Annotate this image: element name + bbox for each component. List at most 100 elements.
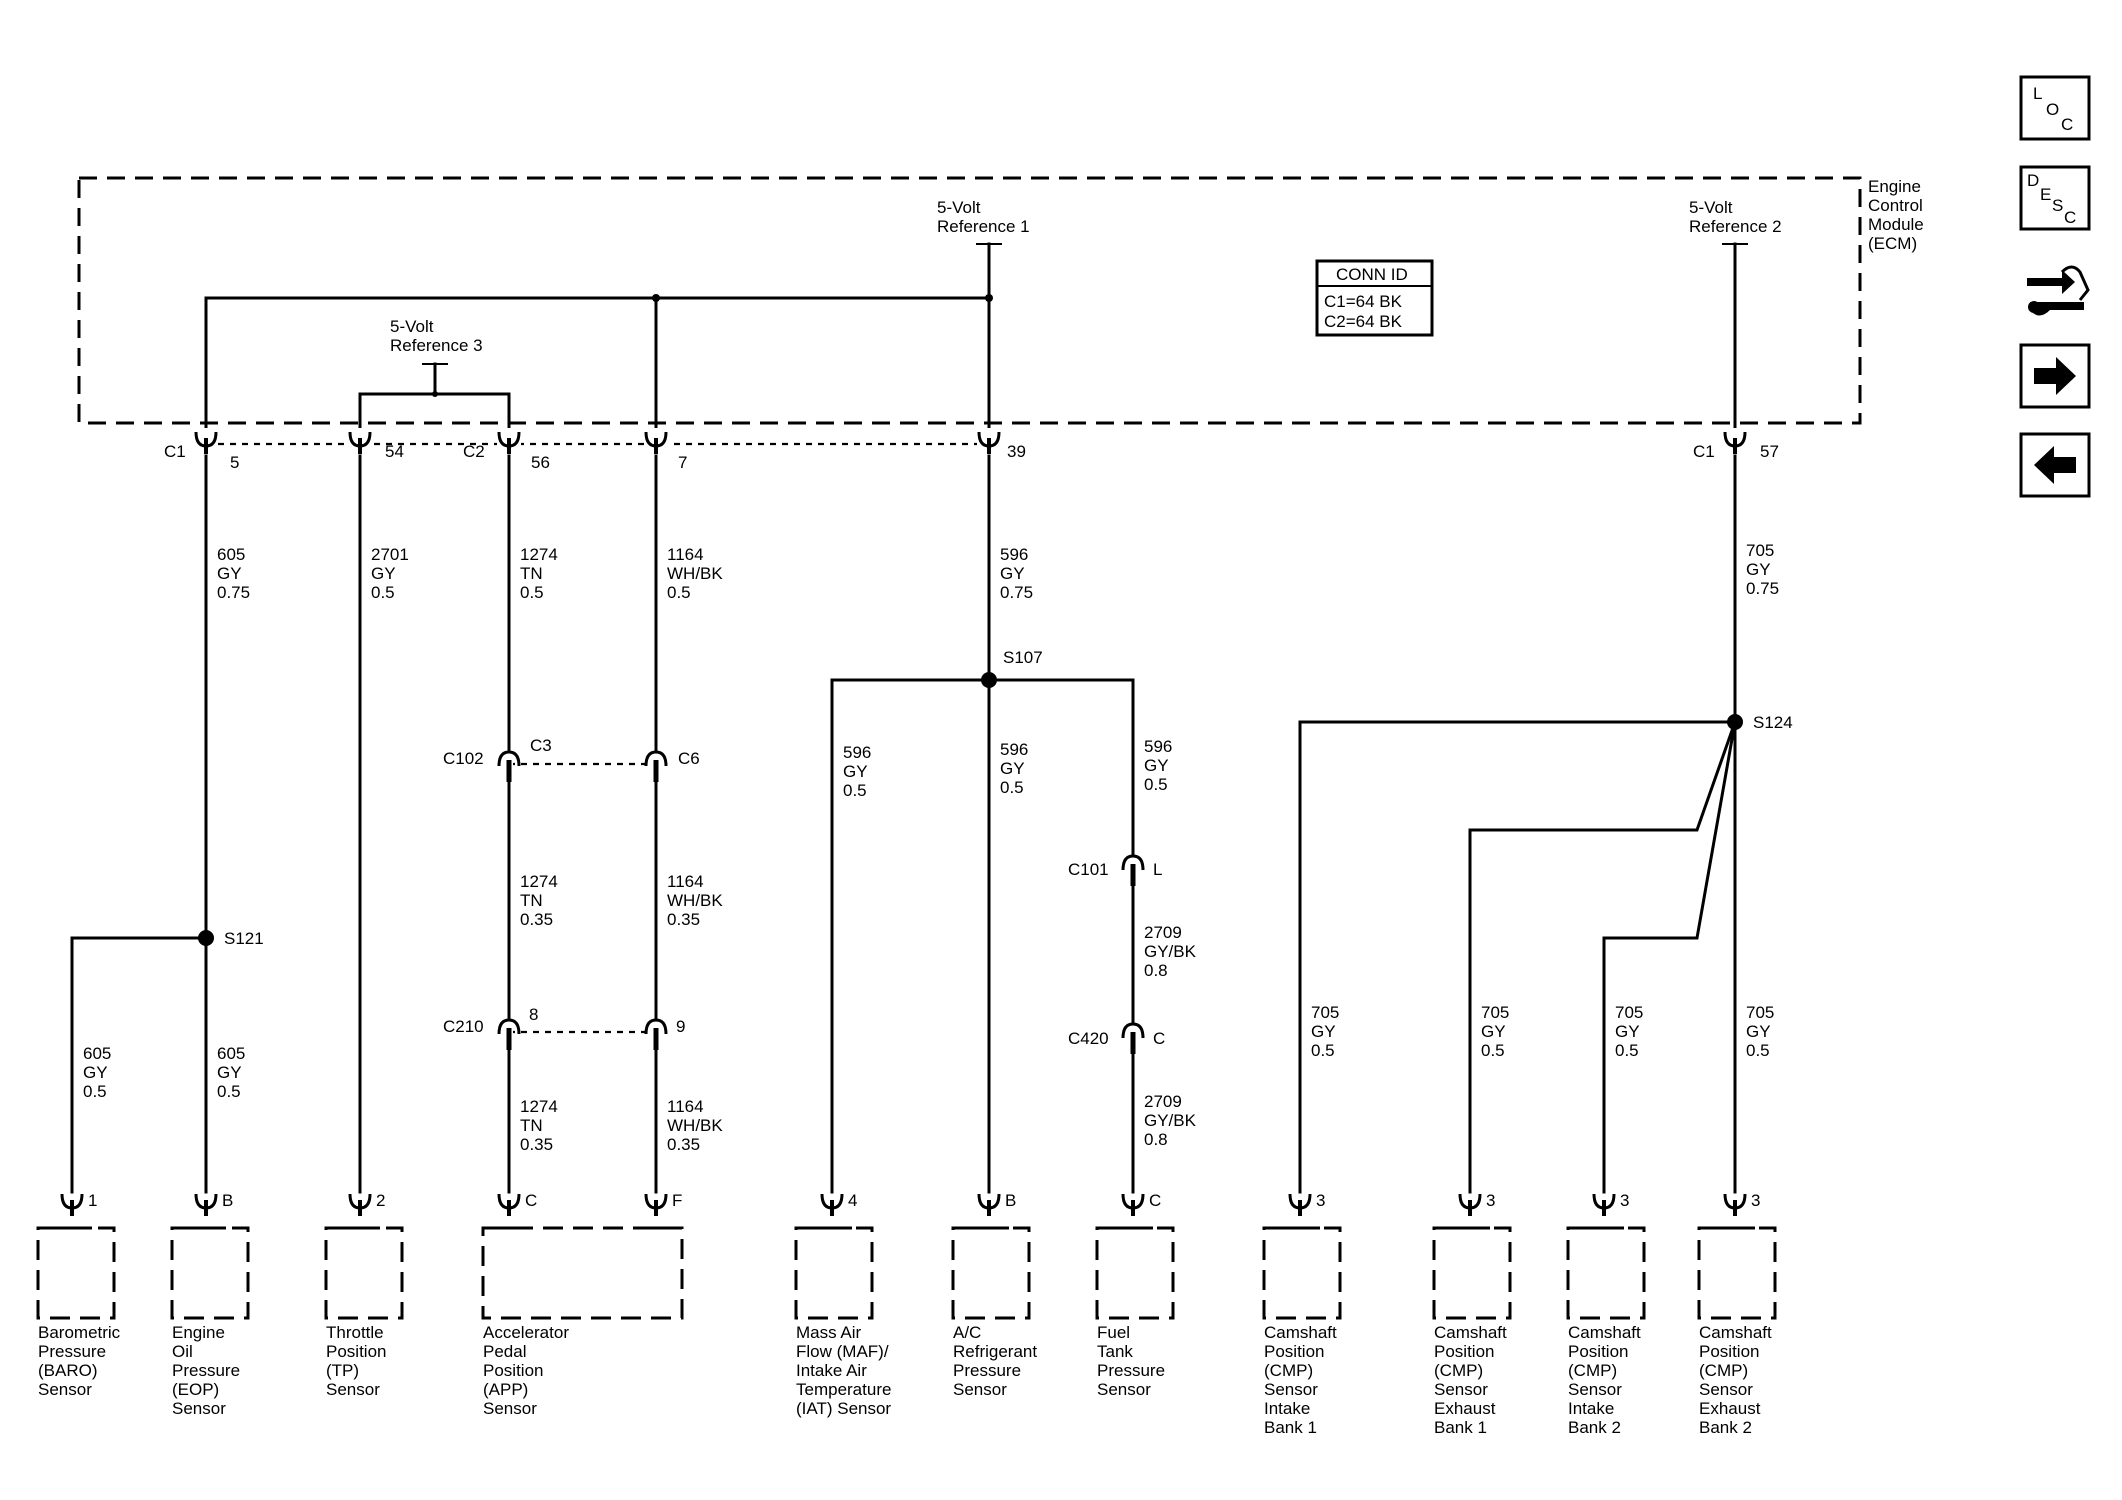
wire-label-line: 0.5: [1000, 778, 1024, 797]
sensor-pin-fuel: [1121, 1193, 1145, 1216]
sensor-name-line: Position: [326, 1342, 386, 1361]
wire-label-line: GY: [1615, 1022, 1640, 1041]
ref2-label: 5-Volt Reference 2: [1689, 198, 1782, 236]
sensor-name-line: Bank 2: [1699, 1418, 1752, 1437]
svg-text:5-Volt: 5-Volt: [390, 317, 434, 336]
wire-label-line: 2709: [1144, 1092, 1182, 1111]
sensor-cmp2: 3CamshaftPosition(CMP)SensorExhaustBank …: [1432, 1191, 1512, 1437]
sensor-pin-label: C: [1149, 1191, 1161, 1210]
wire-label-line: WH/BK: [667, 1116, 723, 1135]
sensor-cmp4: 3CamshaftPosition(CMP)SensorExhaustBank …: [1697, 1191, 1777, 1437]
svg-text:CONN ID: CONN ID: [1336, 265, 1408, 284]
sensor-pin-baro: [60, 1193, 84, 1216]
wire-label-line: GY/BK: [1144, 1111, 1197, 1130]
pin-7: [644, 431, 668, 454]
sensor-pin-label: 2: [376, 1191, 385, 1210]
wire-label-line: 705: [1746, 541, 1774, 560]
splice-s121: [198, 930, 214, 946]
svg-text:C: C: [2064, 208, 2076, 227]
sensor-name-line: Pressure: [38, 1342, 106, 1361]
sensor-pin-cmp3: [1592, 1193, 1616, 1216]
pin-c1-5: [194, 431, 218, 454]
svg-text:C2=64 BK: C2=64 BK: [1324, 312, 1403, 331]
sensor-name-line: Sensor: [172, 1399, 226, 1418]
wire-label-line: 705: [1481, 1003, 1509, 1022]
sensor-name-line: Position: [483, 1361, 543, 1380]
connector-c420: C420: [1068, 1029, 1109, 1048]
sensor-pin-cmp1: [1288, 1193, 1312, 1216]
sensor-name-line: Exhaust: [1434, 1399, 1496, 1418]
sensor-name-line: Camshaft: [1568, 1323, 1641, 1342]
svg-text:(ECM): (ECM): [1868, 234, 1917, 253]
wire-label-line: 605: [217, 545, 245, 564]
connector-c1: C1: [164, 442, 186, 461]
loc-button[interactable]: L O C: [2019, 75, 2091, 141]
ecm-connector-pins: [194, 428, 1747, 456]
pin-c210-9: [644, 1018, 668, 1050]
pin-39: [977, 431, 1001, 454]
svg-text:C6: C6: [678, 749, 700, 768]
sensor-name-line: Sensor: [1264, 1380, 1318, 1399]
wire-label-line: GY: [217, 564, 242, 583]
wire-label-line: 0.5: [1144, 775, 1168, 794]
sensor-name-line: Sensor: [953, 1380, 1007, 1399]
wire-label-line: TN: [520, 564, 543, 583]
ref1-label: 5-Volt Reference 1: [937, 198, 1030, 236]
sensor-name-line: Intake Air: [796, 1361, 867, 1380]
splice-s107: [981, 672, 997, 688]
sensor-name-line: Oil: [172, 1342, 193, 1361]
schematic-link-icon[interactable]: [2021, 258, 2090, 324]
wire-label-line: GY: [83, 1063, 108, 1082]
desc-button[interactable]: D E S C: [2019, 165, 2091, 231]
conn-id-box: CONN ID C1=64 BK C2=64 BK: [1315, 259, 1434, 337]
svg-text:C3: C3: [530, 736, 552, 755]
sensor-name-line: Bank 2: [1568, 1418, 1621, 1437]
arrow-right-icon[interactable]: [2019, 343, 2091, 409]
wire-label-line: 0.5: [217, 1082, 241, 1101]
sensor-name-line: Position: [1699, 1342, 1759, 1361]
svg-text:Module: Module: [1868, 215, 1924, 234]
arrow-left-icon[interactable]: [2019, 432, 2091, 498]
svg-text:Reference 3: Reference 3: [390, 336, 483, 355]
wire-label-line: 0.5: [843, 781, 867, 800]
pin-54: [348, 431, 372, 454]
sensor-name-line: Intake: [1264, 1399, 1310, 1418]
svg-text:56: 56: [531, 453, 550, 472]
sensor-pin-label: 4: [848, 1191, 857, 1210]
sensor-name-line: (BARO): [38, 1361, 98, 1380]
pin-c102-c6: [644, 750, 668, 782]
sensor-name-line: Barometric: [38, 1323, 121, 1342]
sensor-name-line: Sensor: [326, 1380, 380, 1399]
sensors: 1BarometricPressure(BARO)SensorBEngineOi…: [36, 1191, 1777, 1437]
wire-label-line: 1274: [520, 1097, 558, 1116]
sensor-pin-label: 3: [1486, 1191, 1495, 1210]
sensor-name-line: Camshaft: [1264, 1323, 1337, 1342]
sensor-pin-maf: [820, 1193, 844, 1216]
sensor-pin-label: 3: [1620, 1191, 1629, 1210]
svg-text:39: 39: [1007, 442, 1026, 461]
wire-label-line: 0.5: [1311, 1041, 1335, 1060]
inline-connector-pins: [497, 750, 1145, 1054]
wire-label-line: 0.75: [1000, 583, 1033, 602]
sensor-name-line: Exhaust: [1699, 1399, 1761, 1418]
svg-text:5-Volt: 5-Volt: [1689, 198, 1733, 217]
wire-label-line: 0.35: [667, 910, 700, 929]
pin-c102-c3: [497, 750, 521, 782]
sensor-pin-app_f: [644, 1193, 668, 1216]
svg-text:C1=64 BK: C1=64 BK: [1324, 292, 1403, 311]
sensor-name-line: Fuel: [1097, 1323, 1130, 1342]
